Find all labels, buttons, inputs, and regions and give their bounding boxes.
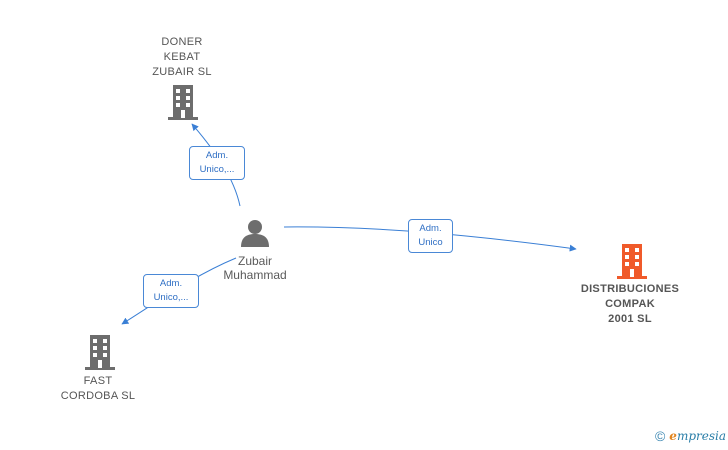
building-icon[interactable] bbox=[167, 84, 199, 120]
building-icon[interactable] bbox=[616, 243, 648, 279]
person-icon[interactable] bbox=[240, 219, 270, 247]
copyright-icon: © bbox=[654, 428, 666, 444]
node-label-doner: DONER KEBAT ZUBAIR SL bbox=[152, 36, 212, 78]
node-label-person: Zubair Muhammad bbox=[223, 254, 287, 282]
edge-label-to-doner[interactable]: Adm. Unico,... bbox=[189, 146, 245, 180]
node-label-distribuciones: DISTRIBUCIONES COMPAK 2001 SL bbox=[580, 283, 680, 325]
brand-logo: empresia bbox=[669, 429, 726, 443]
footer-brand[interactable]: © empresia bbox=[655, 428, 726, 444]
node-label-fast: FAST CORDOBA SL bbox=[60, 375, 136, 402]
edge-label-to-distribuciones[interactable]: Adm. Unico bbox=[408, 219, 453, 253]
edge-label-to-fast[interactable]: Adm. Unico,... bbox=[143, 274, 199, 308]
building-icon[interactable] bbox=[84, 334, 116, 370]
